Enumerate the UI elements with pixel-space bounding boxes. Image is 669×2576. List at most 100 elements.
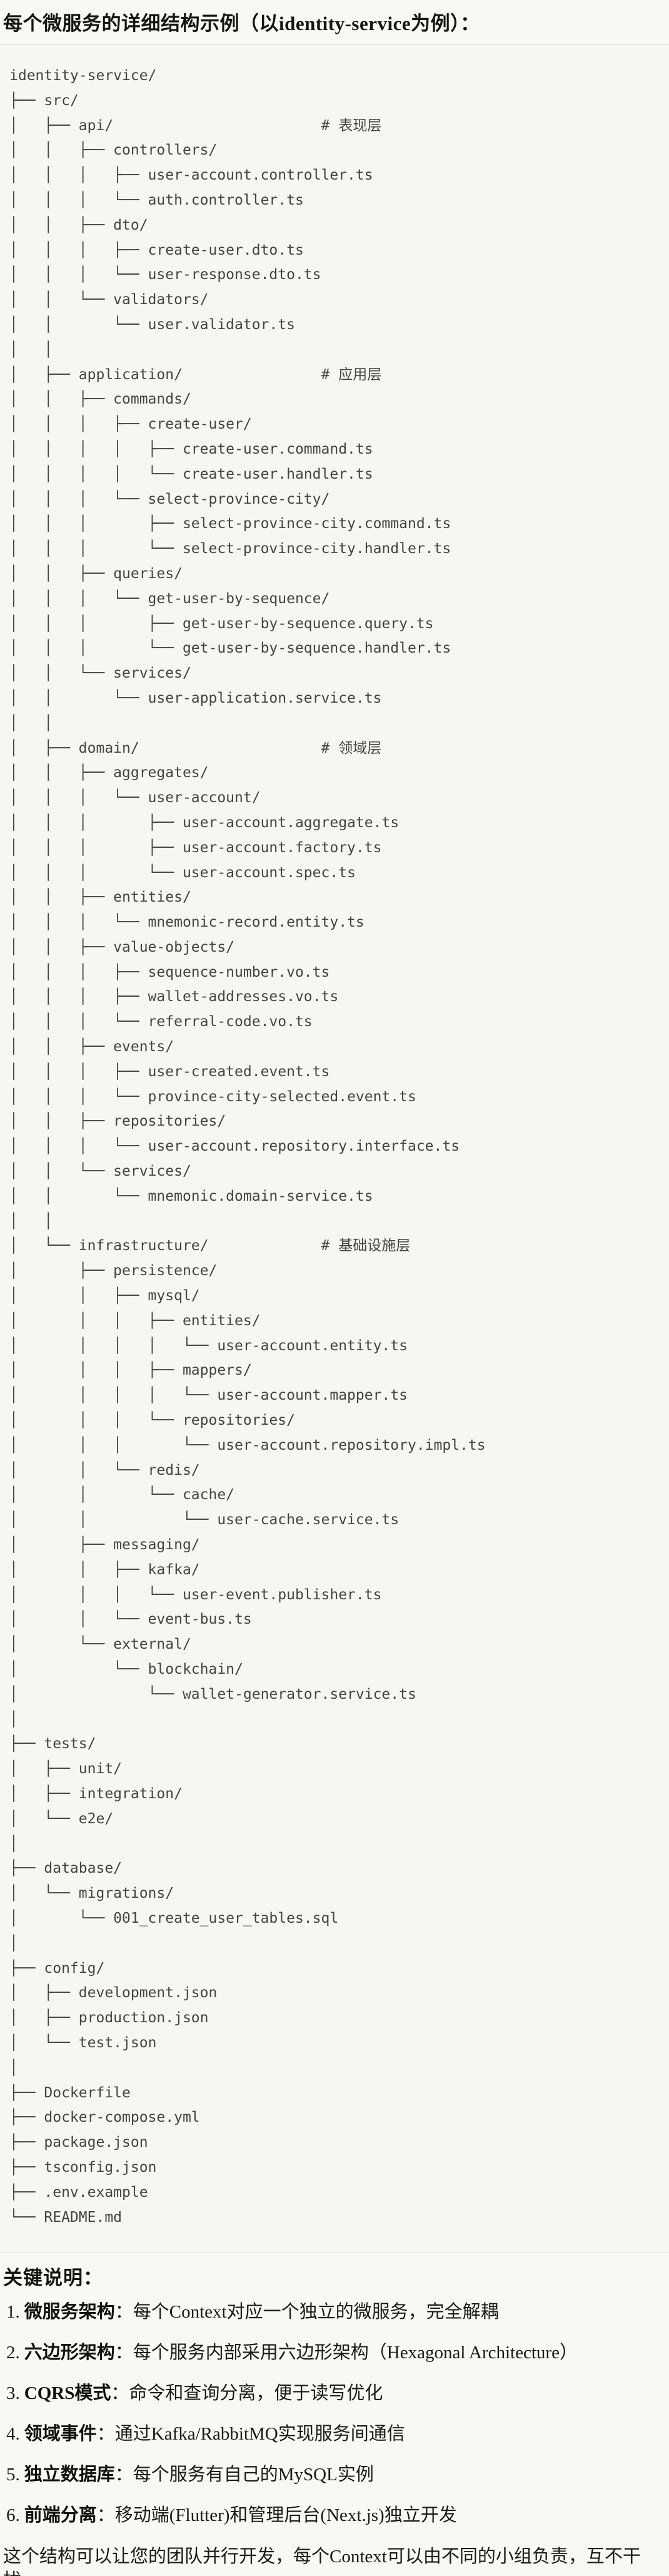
note-description: ：命令和查询分离，便于读写优化 xyxy=(111,2383,383,2404)
tree-line: │ │ │ ├── user-account.controller.ts xyxy=(9,167,373,184)
tree-line: │ │ ├── mysql/ xyxy=(9,1288,200,1305)
directory-tree-code-block: identity-service/├── src/│ ├── api/ # 表现… xyxy=(0,44,669,2254)
note-number: 4. xyxy=(6,2424,20,2445)
note-item: 6.前端分离：移动端(Flutter)和管理后台(Next.js)独立开发 xyxy=(3,2504,660,2527)
tree-line: │ │ └── cache/ xyxy=(9,1487,235,1504)
tree-line: ├── database/ xyxy=(9,1860,123,1877)
tree-line: │ │ └── event-bus.ts xyxy=(9,1611,252,1628)
notes-list: 1.微服务架构：每个Context对应一个独立的微服务，完全解耦 2.六边形架构：… xyxy=(3,2301,660,2527)
tree-line: │ └── external/ xyxy=(9,1636,191,1653)
tree-line: │ └── infrastructure/ # 基础设施层 xyxy=(9,1238,411,1255)
tree-line: │ │ ├── aggregates/ xyxy=(9,765,209,781)
tree-line: │ │ │ └── user-account.spec.ts xyxy=(9,864,356,881)
tree-line: ├── .env.example xyxy=(9,2184,148,2201)
note-description: ：每个服务内部采用六边形架构（Hexagonal Architecture） xyxy=(114,2343,578,2363)
tree-line: ├── tsconfig.json xyxy=(9,2159,157,2176)
tree-line: │ ├── persistence/ xyxy=(9,1263,218,1280)
notes-heading: 关键说明： xyxy=(3,2267,103,2289)
tree-line: │ │ ├── dto/ xyxy=(9,216,148,233)
note-description: ：移动端(Flutter)和管理后台(Next.js)独立开发 xyxy=(96,2505,457,2526)
tree-line: │ ├── development.json xyxy=(9,1985,218,2002)
tree-line: │ └── test.json xyxy=(9,2034,157,2051)
note-number: 6. xyxy=(6,2505,20,2526)
note-number: 3. xyxy=(6,2383,20,2404)
tree-line: │ │ │ │ ├── create-user.command.ts xyxy=(9,440,373,457)
notes-section: 关键说明： 1.微服务架构：每个Context对应一个独立的微服务，完全解耦 2.… xyxy=(0,2253,669,2576)
tree-line: │ xyxy=(9,1835,18,1852)
note-term: CQRS模式 xyxy=(24,2383,111,2404)
tree-line: └── README.md xyxy=(9,2209,123,2226)
tree-line: │ │ └── redis/ xyxy=(9,1462,200,1479)
tree-line: │ │ │ │ └── user-account.entity.ts xyxy=(9,1337,408,1354)
tree-line: │ │ │ └── select-province-city.handler.t… xyxy=(9,541,451,557)
tree-line: │ │ └── services/ xyxy=(9,665,191,682)
tree-line: │ │ ├── queries/ xyxy=(9,565,183,582)
tree-line: │ │ └── user-application.service.ts xyxy=(9,690,382,706)
tree-line: │ │ ├── controllers/ xyxy=(9,142,218,159)
tree-line: │ │ │ └── user-event.publisher.ts xyxy=(9,1586,382,1603)
tree-line: │ ├── api/ # 表现层 xyxy=(9,117,382,134)
tree-line: │ ├── unit/ xyxy=(9,1761,123,1778)
tree-line: │ │ ├── value-objects/ xyxy=(9,939,235,955)
tree-line: ├── package.json xyxy=(9,2134,148,2151)
tree-line: │ ├── messaging/ xyxy=(9,1537,200,1554)
tree-line: │ ├── application/ # 应用层 xyxy=(9,366,382,383)
tree-line: identity-service/ xyxy=(9,68,157,84)
tree-line: │ ├── domain/ # 领域层 xyxy=(9,740,382,756)
tree-line: │ │ │ ├── get-user-by-sequence.query.ts xyxy=(9,615,434,632)
tree-line: │ │ │ ├── user-created.event.ts xyxy=(9,1063,330,1080)
note-description: ：每个Context对应一个独立的微服务，完全解耦 xyxy=(114,2302,499,2323)
tree-line: ├── tests/ xyxy=(9,1736,96,1753)
note-term: 微服务架构 xyxy=(24,2302,115,2323)
note-item: 4.领域事件：通过Kafka/RabbitMQ实现服务间通信 xyxy=(3,2423,660,2445)
note-term: 独立数据库 xyxy=(24,2465,115,2485)
tree-line: │ │ │ ├── sequence-number.vo.ts xyxy=(9,964,330,980)
note-item: 2.六边形架构：每个服务内部采用六边形架构（Hexagonal Architec… xyxy=(3,2341,660,2364)
tree-line: │ │ └── validators/ xyxy=(9,292,209,308)
note-term: 领域事件 xyxy=(24,2424,97,2445)
tree-line: │ xyxy=(9,1935,18,1952)
tree-line: │ │ │ │ └── create-user.handler.ts xyxy=(9,466,373,482)
tree-line: │ │ ├── repositories/ xyxy=(9,1113,226,1130)
tree-line: │ │ │ └── referral-code.vo.ts xyxy=(9,1014,313,1031)
tree-line: │ │ └── mnemonic.domain-service.ts xyxy=(9,1188,373,1204)
tree-line: │ │ xyxy=(9,341,53,358)
note-item: 3.CQRS模式：命令和查询分离，便于读写优化 xyxy=(3,2382,660,2405)
tree-line: │ │ ├── commands/ xyxy=(9,391,191,408)
tree-line: │ │ └── user-cache.service.ts xyxy=(9,1512,400,1529)
tree-line: │ │ │ ├── create-user/ xyxy=(9,416,252,433)
tree-line: │ │ │ ├── select-province-city.command.t… xyxy=(9,516,451,532)
tree-line: │ └── blockchain/ xyxy=(9,1661,243,1677)
note-description: ：每个服务有自己的MySQL实例 xyxy=(114,2465,374,2485)
tree-line: │ │ ├── events/ xyxy=(9,1039,174,1056)
tree-line: │ │ │ ├── create-user.dto.ts xyxy=(9,242,304,258)
tree-line: │ └── 001_create_user_tables.sql xyxy=(9,1910,339,1927)
closing-paragraph: 这个结构可以让您的团队并行开发，每个Context可以由不同的小组负责，互不干扰… xyxy=(3,2547,641,2576)
note-term: 六边形架构 xyxy=(24,2343,115,2363)
note-number: 5. xyxy=(6,2465,20,2485)
tree-line: │ └── migrations/ xyxy=(9,1885,174,1902)
tree-line: │ │ └── services/ xyxy=(9,1163,191,1180)
tree-line: ├── docker-compose.yml xyxy=(9,2109,200,2126)
tree-line: │ │ │ ├── user-account.aggregate.ts xyxy=(9,814,400,831)
tree-line: │ │ xyxy=(9,715,53,731)
tree-line: │ │ │ ├── entities/ xyxy=(9,1312,261,1329)
tree-line: │ │ │ └── user-account/ xyxy=(9,790,261,807)
tree-line: ├── config/ xyxy=(9,1960,105,1977)
tree-line: │ │ │ └── user-account.repository.interf… xyxy=(9,1138,460,1155)
note-number: 1. xyxy=(6,2302,20,2323)
tree-line: ├── Dockerfile xyxy=(9,2084,131,2101)
tree-line: │ │ │ └── user-response.dto.ts xyxy=(9,267,321,283)
doc-title: 每个微服务的详细结构示例（以identity-service为例）： xyxy=(3,13,480,34)
tree-line: │ │ └── user.validator.ts xyxy=(9,316,295,333)
note-item: 5.独立数据库：每个服务有自己的MySQL实例 xyxy=(3,2463,660,2486)
directory-tree: identity-service/├── src/│ ├── api/ # 表现… xyxy=(9,64,663,2230)
tree-line: │ │ │ └── mnemonic-record.entity.ts xyxy=(9,914,365,931)
note-description: ：通过Kafka/RabbitMQ实现服务间通信 xyxy=(96,2424,405,2445)
tree-line: │ xyxy=(9,1711,18,1728)
tree-line: │ │ xyxy=(9,1213,53,1229)
tree-line: │ ├── integration/ xyxy=(9,1785,183,1802)
tree-line: │ │ │ └── province-city-selected.event.t… xyxy=(9,1088,416,1105)
tree-line: │ └── e2e/ xyxy=(9,1810,114,1827)
